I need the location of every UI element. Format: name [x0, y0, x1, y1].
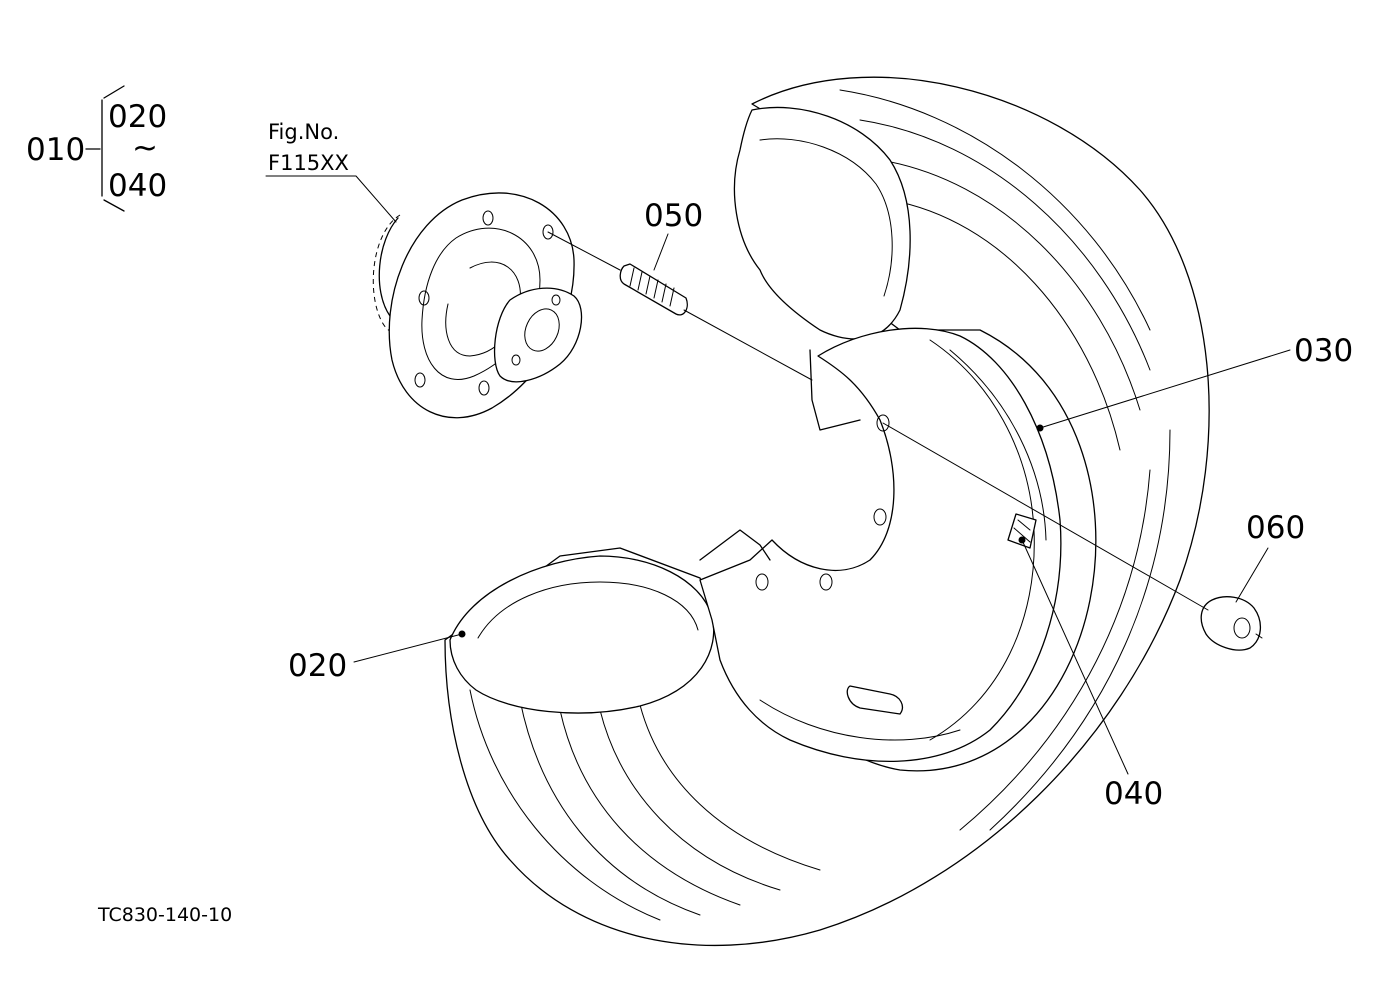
hub-bore — [421, 227, 541, 380]
tire-tread-line — [599, 709, 781, 891]
callouts: 050 030 060 020 040 — [288, 198, 1353, 812]
wheel-nut-060 — [1200, 596, 1261, 651]
explode-lines — [547, 231, 1263, 639]
rim-label-040 — [1007, 513, 1037, 549]
rim-label-hatch — [1013, 519, 1031, 543]
stud-bolt-050 — [619, 263, 688, 316]
callout-060-leader — [1235, 547, 1269, 603]
callout-050: 050 — [644, 198, 703, 234]
tire-sidewall-line — [989, 429, 1171, 831]
assembly-range-tilde: ~ — [132, 130, 158, 166]
tire-lower-inner — [477, 581, 699, 639]
explode-line — [882, 422, 1209, 611]
hub-back-rim — [378, 217, 399, 317]
callout-040: 040 — [1104, 776, 1163, 812]
callout-030-dot — [1036, 424, 1044, 432]
callout-050-leader — [653, 233, 669, 271]
wheel-rim-disc — [699, 327, 1062, 763]
tire-upper-inner — [759, 138, 893, 297]
stud-bolt-threads — [629, 267, 675, 307]
tire-tread-line — [469, 689, 661, 921]
drawing-code: TC830-140-10 — [97, 904, 232, 926]
rim-bolt-hole — [755, 573, 769, 591]
tire-tread-line — [559, 709, 741, 906]
fig-ref-line2: F115XX — [268, 151, 349, 175]
rim-contour — [949, 349, 1047, 541]
fig-ref-line1: Fig.No. — [268, 120, 339, 144]
tire-upper-section — [733, 106, 911, 340]
tire-tread-line — [889, 199, 1121, 451]
plate-bolt-hole — [551, 294, 561, 306]
hub-bolt-hole — [542, 224, 554, 240]
wheel-nut-body — [1200, 596, 1261, 651]
hub-assembly — [372, 192, 583, 419]
callout-020-dot — [458, 630, 466, 638]
callout-030-leader — [1039, 349, 1291, 429]
assembly-bracket: 010 020 ~ 040 — [26, 85, 167, 212]
figure-reference: Fig.No. F115XX — [265, 120, 397, 223]
tire-tread-line — [879, 159, 1141, 411]
tire-sidewall-line — [959, 469, 1151, 831]
callout-040-dot — [1018, 536, 1026, 544]
rim-bolt-hole — [873, 508, 887, 526]
explode-line — [1255, 633, 1263, 639]
assembly-range-end: 040 — [108, 168, 167, 204]
tire-outline — [444, 76, 1210, 947]
tire-tread-line — [519, 699, 701, 916]
hub-bolt-hole — [414, 372, 426, 388]
stud-bolt-body — [619, 263, 688, 316]
rim-flange-step — [699, 529, 771, 561]
callout-020: 020 — [288, 648, 347, 684]
rim-bolt-hole — [876, 414, 890, 432]
callout-060: 060 — [1246, 510, 1305, 546]
rim-contour — [759, 699, 961, 741]
callout-040-leader — [1021, 539, 1129, 775]
rim-flange-step — [809, 349, 861, 431]
explode-line — [683, 309, 813, 381]
tire-tread-line — [839, 89, 1151, 331]
hub-center-hole — [524, 308, 560, 352]
valve-stem — [846, 685, 904, 715]
tire-and-rim — [444, 76, 1210, 947]
explode-line — [547, 231, 621, 271]
tire-tread-line — [859, 119, 1151, 371]
tire-lower-section — [449, 555, 715, 714]
hub-bolt-hole — [478, 380, 490, 396]
tire-tread-line — [639, 704, 821, 871]
bracket-ticks — [103, 85, 125, 212]
hub-bolt-hole — [482, 210, 494, 226]
wheel-nut-hole — [1233, 617, 1251, 639]
hub-mount-plate — [493, 287, 583, 383]
rim-bolt-hole — [819, 573, 833, 591]
assembly-range-start: 020 — [108, 99, 167, 135]
callout-020-leader — [353, 633, 463, 663]
fig-ref-leader — [265, 175, 397, 223]
hub-bolt-hole — [418, 290, 430, 306]
plate-bolt-hole — [511, 354, 521, 366]
callout-030: 030 — [1294, 333, 1353, 369]
assembly-parent-label: 010 — [26, 132, 85, 168]
